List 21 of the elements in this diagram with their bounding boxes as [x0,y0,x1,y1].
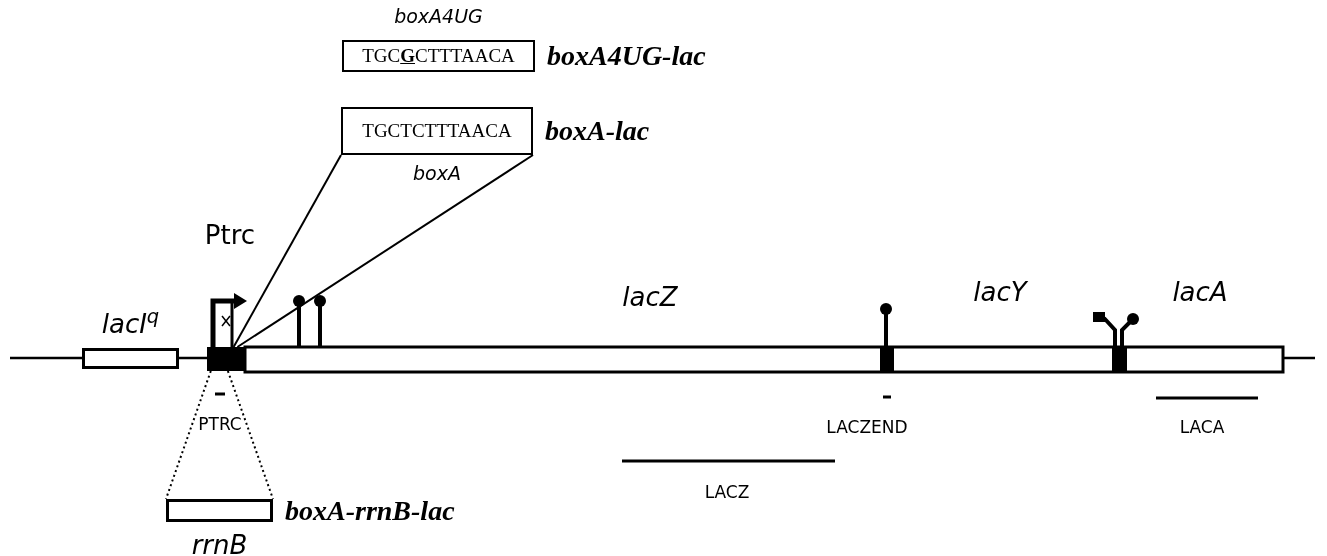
gene-label: lacI$^{q}$ [101,305,160,341]
probe-label: LACZ [704,484,750,501]
promoter-label: Ptrc [204,222,256,248]
probe-label: LACA [1179,419,1225,436]
construct-name: boxA-rrnB-lac [285,493,455,528]
construct-name: boxA-lac [545,114,650,148]
expansion-line [232,154,342,348]
gene-label: lacY [973,279,1027,305]
construct-name: boxA4UG-lac [547,39,706,73]
gene-label: lacA [1172,279,1228,305]
sequence-text: TGCTCTTTAACA [362,118,512,143]
gene-label: boxA4UG [394,3,483,29]
dotted-expansion-line [226,370,274,500]
gene-label: rrnB [191,529,248,556]
probe-label: LACZEND [826,419,908,436]
expansion-line [236,154,534,348]
gene-label: lacZ [622,284,678,310]
sequence-text: TGCGCTTTAACA [362,43,515,68]
gene-label: boxA [413,161,461,186]
probe-label: PTRC [198,416,242,433]
dotted-expansion-line [165,370,212,500]
